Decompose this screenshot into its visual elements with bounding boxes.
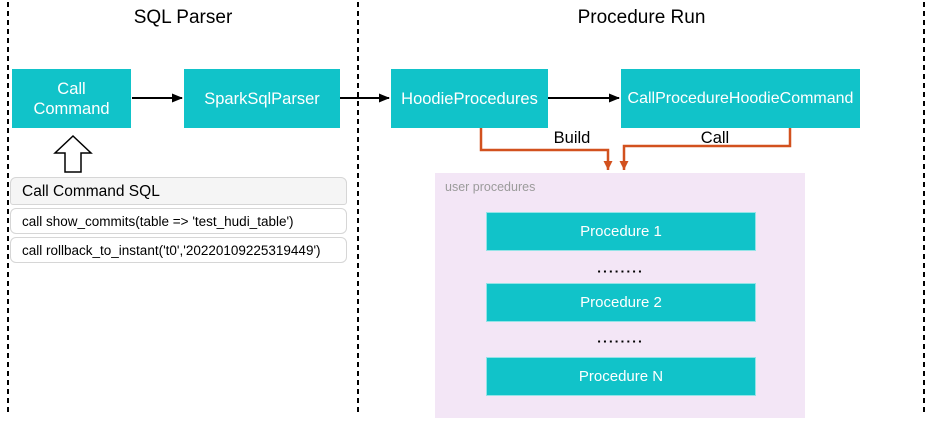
sql-statement-row: call show_commits(table => 'test_hudi_ta… <box>10 208 347 234</box>
procedure-2-node-label: Procedure 2 <box>580 294 662 311</box>
procedure-1-node: Procedure 1 <box>486 212 756 251</box>
call-edge-label: Call <box>700 129 730 147</box>
call-command-node: Call Command <box>12 69 131 128</box>
hollow-up-arrow <box>53 134 93 173</box>
sql-statement-row: call rollback_to_instant('t0','202201092… <box>10 237 347 263</box>
callprocedurehoodiecommand-node-label: CallProcedureHoodieCommand <box>627 89 854 107</box>
hoodieprocedures-node-label: HoodieProcedures <box>401 89 538 108</box>
procedure-1-node-label: Procedure 1 <box>580 223 662 240</box>
procedure-run-section-title: Procedure Run <box>577 7 706 28</box>
sql-panel-header: Call Command SQL <box>10 177 347 205</box>
procedure-n-node: Procedure N <box>486 357 756 396</box>
ellipsis-dots: ▪▪▪▪▪▪▪▪ <box>597 337 645 346</box>
callprocedurehoodiecommand-node: CallProcedureHoodieCommand <box>621 69 860 128</box>
procedure-2-node: Procedure 2 <box>486 283 756 322</box>
hoodieprocedures-node: HoodieProcedures <box>391 69 548 128</box>
build-edge-label: Build <box>553 129 591 147</box>
sparksqlparser-node-label: SparkSqlParser <box>204 89 320 108</box>
user-procedures-panel-label: user procedures <box>445 180 536 194</box>
ellipsis-dots: ▪▪▪▪▪▪▪▪ <box>597 267 645 276</box>
user-procedures-panel: user procedures Procedure 1 ▪▪▪▪▪▪▪▪ Pro… <box>435 173 805 418</box>
call-command-node-label: Call Command <box>33 79 110 118</box>
procedure-n-node-label: Procedure N <box>578 368 664 385</box>
sparksqlparser-node: SparkSqlParser <box>184 69 340 128</box>
sql-parser-section-title: SQL Parser <box>133 7 233 28</box>
